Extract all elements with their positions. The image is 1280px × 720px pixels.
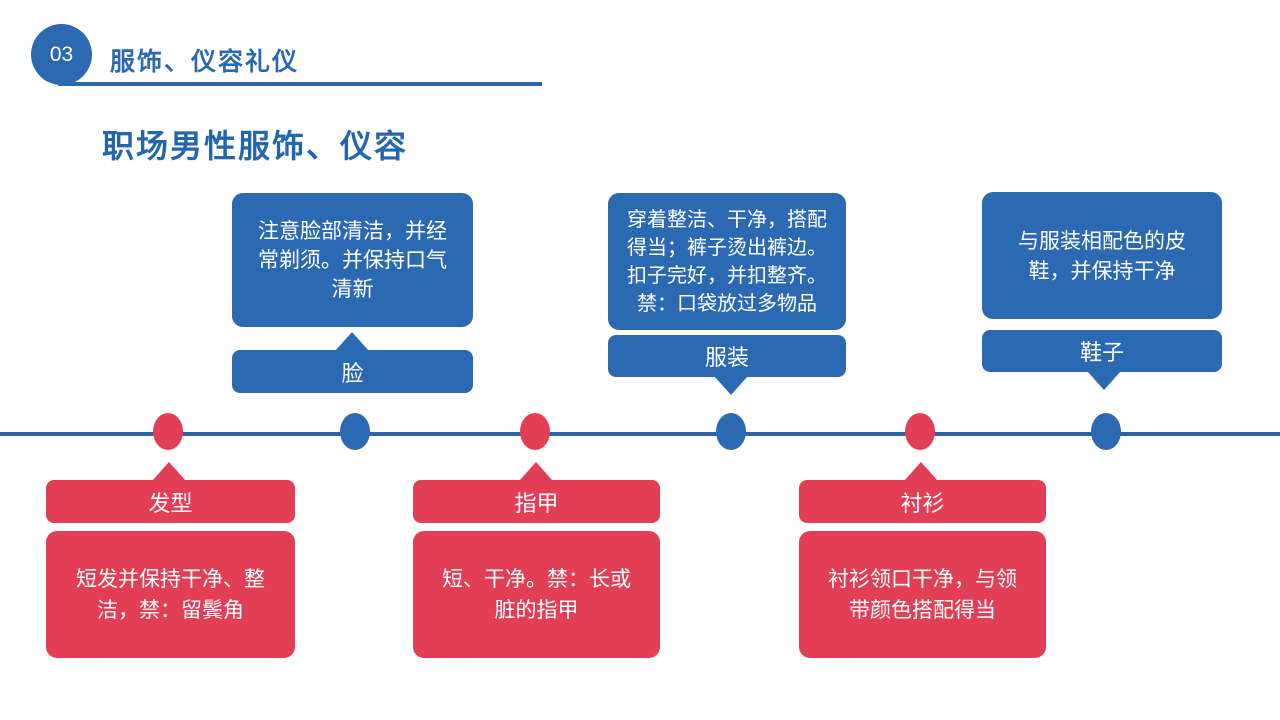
hairstyle-content-box: 短发并保持干净、整洁，禁：留鬓角 — [46, 531, 295, 658]
timeline-dot-1-red — [153, 413, 183, 450]
shirt-content-box: 衬衫领口干净，与领带颜色搭配得当 — [799, 531, 1046, 658]
face-label-text: 脸 — [341, 360, 364, 386]
nails-content-text: 短、干净。禁：长或脏的指甲 — [442, 566, 631, 622]
face-content-box: 注意脸部清洁，并经常剃须。并保持口气清新 — [232, 193, 473, 327]
shirt-content-text: 衬衫领口干净，与领带颜色搭配得当 — [828, 566, 1017, 622]
face-content-text: 注意脸部清洁，并经常剃须。并保持口气清新 — [258, 218, 447, 301]
shirt-label-box: 衬衫 — [799, 480, 1046, 523]
hairstyle-label-text: 发型 — [148, 490, 193, 516]
nails-label-arrow-up-icon — [519, 462, 553, 481]
timeline-dot-2-blue — [340, 413, 370, 450]
shoes-label-box: 鞋子 — [982, 330, 1222, 372]
shirt-label-text: 衬衫 — [900, 490, 945, 516]
nails-content-box: 短、干净。禁：长或脏的指甲 — [413, 531, 660, 658]
clothing-label-box: 服装 — [608, 335, 846, 377]
timeline-dot-6-blue — [1091, 413, 1121, 450]
nails-label-box: 指甲 — [413, 480, 660, 523]
hairstyle-label-arrow-up-icon — [152, 462, 186, 481]
section-title: 服饰、仪容礼仪 — [110, 49, 300, 76]
timeline-line — [0, 432, 1280, 436]
clothing-content-box: 穿着整洁、干净，搭配得当；裤子烫出裤边。扣子完好，并扣整齐。禁：口袋放过多物品 — [608, 193, 846, 330]
clothing-label-text: 服装 — [704, 345, 749, 370]
hairstyle-content-text: 短发并保持干净、整洁，禁：留鬓角 — [76, 566, 265, 622]
shoes-content-box: 与服装相配色的皮鞋，并保持干净 — [982, 192, 1222, 319]
shoes-label-text: 鞋子 — [1079, 340, 1124, 365]
shoes-content-text: 与服装相配色的皮鞋，并保持干净 — [1018, 228, 1186, 283]
timeline-dot-5-red — [905, 413, 935, 450]
face-label-box: 脸 — [232, 350, 473, 393]
shirt-label-arrow-up-icon — [904, 462, 938, 481]
page-title: 职场男性服饰、仪容 — [102, 128, 409, 164]
clothing-label-arrow-down-icon — [714, 376, 748, 395]
clothing-content-text: 穿着整洁、干净，搭配得当；裤子烫出裤边。扣子完好，并扣整齐。禁：口袋放过多物品 — [627, 208, 827, 315]
face-label-arrow-up-icon — [335, 332, 369, 351]
timeline-dot-4-blue — [716, 413, 746, 450]
hairstyle-label-box: 发型 — [46, 480, 295, 523]
section-number-badge: 03 — [31, 24, 92, 85]
shoes-label-arrow-down-icon — [1087, 371, 1121, 390]
nails-label-text: 指甲 — [514, 490, 559, 516]
header-underline — [58, 82, 542, 86]
section-number: 03 — [49, 42, 74, 66]
timeline-dot-3-red — [520, 413, 550, 450]
